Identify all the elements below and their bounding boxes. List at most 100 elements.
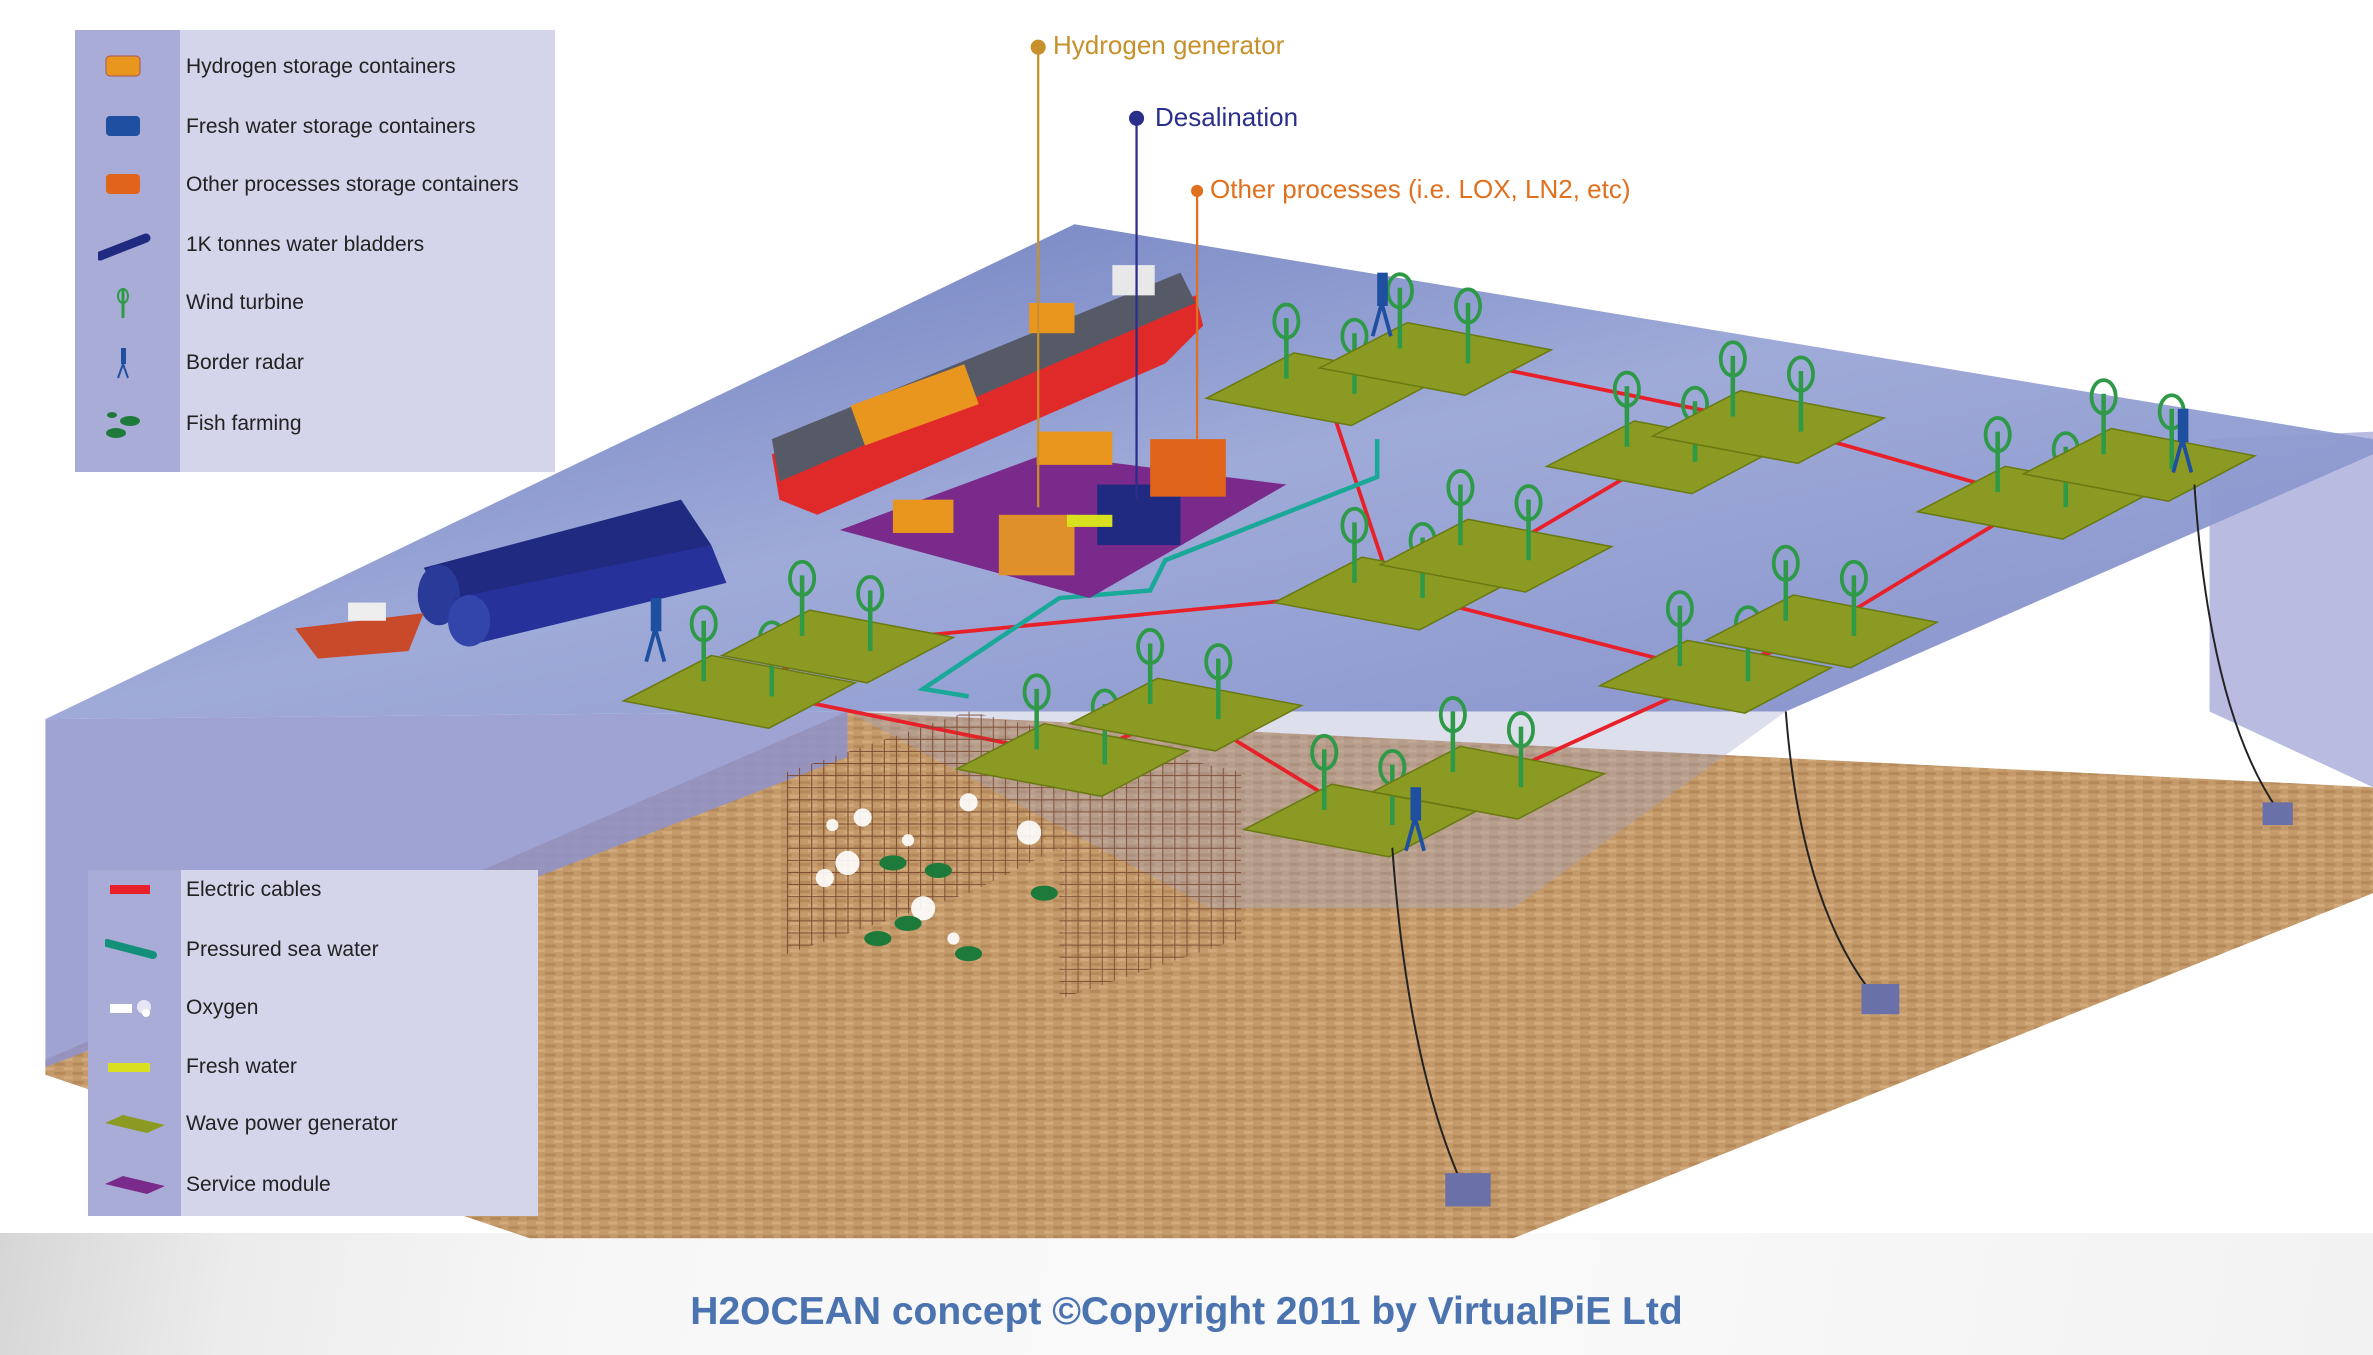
- border-radar-icon: [2171, 408, 2194, 473]
- legend-item-label: Wave power generator: [186, 1112, 398, 1135]
- legend-item-label: Pressured sea water: [186, 938, 379, 961]
- legend-item-label: Border radar: [186, 351, 304, 374]
- wave-power-platform: [1703, 544, 1940, 669]
- wind-turbine-icon: [1204, 643, 1233, 720]
- legend-item-label: Fresh water storage containers: [186, 115, 476, 138]
- oxygen-bubble: [853, 808, 872, 827]
- border-radar-icon: [644, 598, 667, 663]
- wind-turbine-icon: [1506, 711, 1535, 788]
- legend-item: 1K tonnes water bladders: [75, 225, 555, 265]
- electric-cable-icon: [109, 885, 150, 894]
- water-bladders: [417, 499, 727, 647]
- seabed: [45, 711, 2373, 1239]
- wave-power-platform: [1067, 627, 1304, 752]
- legend-item: Pressured sea water: [88, 930, 538, 970]
- wind-turbine-icon: [1272, 302, 1301, 379]
- oxygen-bubble: [835, 850, 860, 875]
- wind-turbine-icon: [1718, 340, 1747, 417]
- wind-turbine-icon: [1022, 673, 1051, 750]
- fish-icon: [954, 946, 983, 962]
- wind-turbine-icon: [788, 559, 817, 636]
- callout-lines: [1030, 39, 1204, 508]
- wind-turbine-icon: [1446, 469, 1475, 546]
- oxygen-bubble: [901, 834, 915, 847]
- legend-item: Border radar: [75, 343, 555, 383]
- orange-red-container-icon: [105, 174, 140, 194]
- legend-item-label: Fish farming: [186, 412, 302, 435]
- fish-icon: [105, 412, 140, 438]
- anchor-block: [2262, 802, 2293, 826]
- wind-turbine-icon: [1665, 590, 1694, 667]
- legend-item: Service module: [88, 1165, 538, 1205]
- sea-water-pipe: [917, 439, 1380, 699]
- blue-container-icon: [105, 116, 140, 136]
- supply-boat: [295, 602, 424, 659]
- oxygen-bubble: [1017, 820, 1042, 845]
- oxygen-bubble: [815, 868, 834, 888]
- fresh-water-pipe-icon: [107, 1063, 150, 1072]
- wind-turbine-icon: [116, 288, 129, 318]
- legend-item-label: 1K tonnes water bladders: [186, 233, 425, 256]
- wind-turbine-icon: [1310, 733, 1339, 810]
- wind-turbine-icon: [1514, 484, 1543, 561]
- legend-item: Oxygen: [88, 988, 538, 1028]
- fresh-water-pipe: [1066, 514, 1113, 527]
- legend-item-label: Service module: [186, 1173, 331, 1196]
- wind-turbine-icon: [1438, 696, 1467, 773]
- legend-item-label: Oxygen: [186, 996, 259, 1019]
- wind-turbine-icon: [1453, 287, 1482, 364]
- wave-power-platform: [1317, 272, 1554, 397]
- oxygen-bubble: [959, 793, 978, 812]
- wave-power-platform: [621, 605, 858, 729]
- oxygen-bubble: [911, 896, 936, 921]
- legend-item: Wind turbine: [75, 283, 555, 323]
- callout-desalination: Desalination: [1155, 102, 1299, 132]
- storage-container: [1036, 431, 1113, 465]
- oxygen-icon: [109, 1000, 151, 1017]
- wind-turbine-icon: [1136, 627, 1165, 704]
- legend-item: Hydrogen storage containers: [75, 47, 555, 87]
- other-processes-unit: [1150, 439, 1226, 497]
- fish-icon: [894, 915, 922, 931]
- wave-power-platform: [2021, 378, 2258, 502]
- wind-turbine-icon: [2089, 378, 2118, 455]
- fish-icon: [924, 862, 952, 879]
- legend-item-label: Wind turbine: [186, 291, 304, 314]
- sea-water-pipe-icon: [104, 939, 157, 959]
- border-radar-icon: [1370, 272, 1393, 337]
- wind-turbine-icon: [1340, 506, 1369, 583]
- orange-container-icon: [105, 55, 140, 77]
- tanker-ship: [771, 265, 1204, 515]
- legend-item: Fresh water storage containers: [75, 107, 555, 147]
- service-module-icon: [104, 1176, 165, 1194]
- legend-item-label: Fresh water: [186, 1055, 297, 1078]
- sea-right-face: [2209, 431, 2373, 788]
- wave-generator-icon: [104, 1115, 165, 1133]
- legend-item: Electric cables: [88, 870, 538, 910]
- copyright-footer: H2OCEAN concept ©Copyright 2011 by Virtu…: [690, 1290, 1683, 1333]
- callout-other-processes: Other processes (i.e. LOX, LN2, etc): [1210, 174, 1631, 204]
- wave-power-platform: [719, 559, 956, 684]
- mooring-lines: [1391, 484, 2279, 1182]
- legend-item: Fresh water: [88, 1047, 538, 1087]
- wind-turbine-icon: [1771, 544, 1800, 621]
- wind-turbine-icon: [1983, 416, 2012, 493]
- fish-icon: [879, 855, 907, 871]
- legend-item-label: Electric cables: [186, 878, 322, 901]
- legend-item: Other processes storage containers: [75, 165, 555, 205]
- wind-turbine-icon: [1612, 370, 1641, 447]
- legend-item-label: Hydrogen storage containers: [186, 55, 456, 78]
- wind-turbine-icon: [1839, 559, 1868, 636]
- wave-power-platform: [1377, 469, 1615, 593]
- storage-container: [892, 499, 954, 533]
- legend-item: Fish farming: [75, 404, 555, 444]
- fish-icon: [864, 930, 892, 947]
- callout-hydrogen-generator: Hydrogen generator: [1053, 30, 1285, 60]
- border-radar-icon: [1404, 787, 1426, 852]
- footer-band: [0, 1233, 2373, 1355]
- hydrogen-generator: [998, 514, 1075, 576]
- anchor-block: [1445, 1173, 1491, 1207]
